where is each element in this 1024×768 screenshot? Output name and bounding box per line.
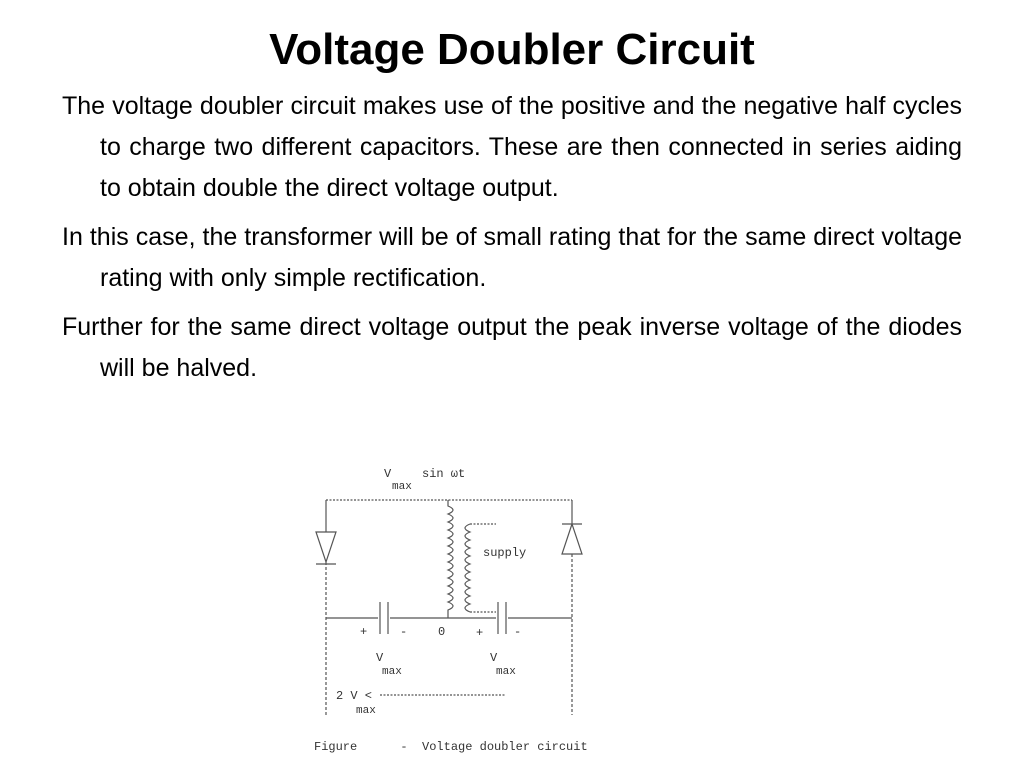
cap1-v-sub: max xyxy=(382,666,402,678)
output-sub: max xyxy=(356,705,376,717)
cap1-plus: + xyxy=(360,625,367,639)
cap2-v-sub: max xyxy=(496,666,516,678)
output-label: 2 V < xyxy=(336,689,372,703)
slide-body: The voltage doubler circuit makes use of… xyxy=(62,86,962,397)
paragraph-3: Further for the same direct voltage outp… xyxy=(62,313,962,382)
circuit-diagram: V max sin ωt supply + - 0 + - V max V ma… xyxy=(314,467,588,754)
source-label-sub: max xyxy=(392,481,412,493)
cap2-minus: - xyxy=(514,625,521,639)
source-label-sin: sin ωt xyxy=(422,467,465,481)
figure-caption: Figure - Voltage doubler circuit xyxy=(314,740,588,754)
paragraph-1: The voltage doubler circuit makes use of… xyxy=(62,92,962,202)
transformer-secondary-coil xyxy=(446,500,454,618)
supply-label: supply xyxy=(483,546,526,560)
source-label-v: V xyxy=(384,467,392,481)
cap1-minus: - xyxy=(400,625,407,639)
cap2-plus: + xyxy=(476,626,483,640)
cap2-v-label: V xyxy=(490,651,498,665)
slide-title: Voltage Doubler Circuit xyxy=(269,25,755,74)
transformer-primary-coil xyxy=(464,523,472,613)
right-diode-icon xyxy=(561,522,583,555)
paragraph-2: In this case, the transformer will be of… xyxy=(62,223,962,292)
circuit-figure: V max sin ωt supply + - 0 + - V max V ma… xyxy=(300,460,630,760)
left-diode-icon xyxy=(315,531,337,564)
cap1-v-label: V xyxy=(376,651,384,665)
zero-label: 0 xyxy=(438,625,445,639)
